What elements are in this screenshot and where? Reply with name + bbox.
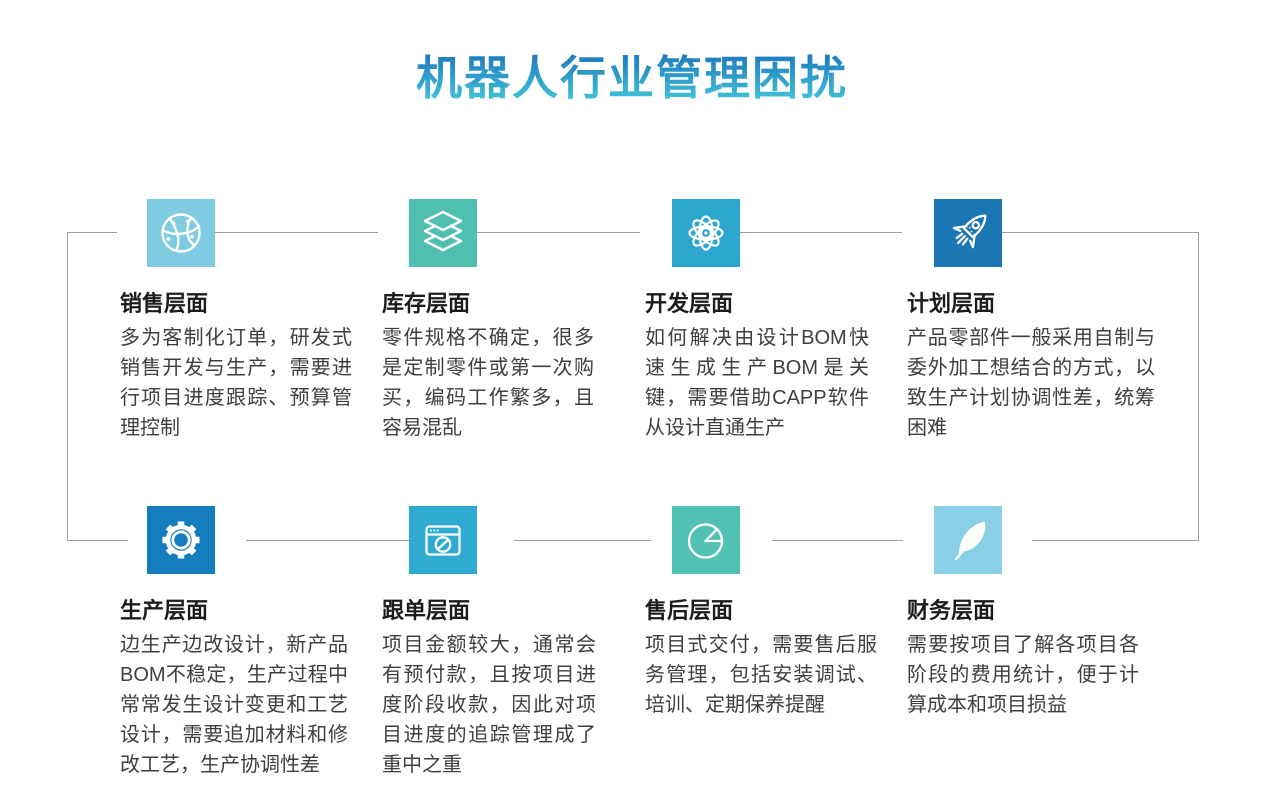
section-body: 需要按项目了解各项目各阶段的费用统计，便于计算成本和项目损益 — [907, 634, 1139, 716]
section-card-order-tracking: 跟单层面 项目金额较大，通常会有预付款，且按项目进度阶段收款，因此对项目进度的追… — [382, 506, 596, 780]
layers-icon — [409, 199, 477, 267]
top-row-line-segment — [737, 232, 902, 233]
bottom-row-line-segment — [67, 540, 128, 541]
section-title: 跟单层面 — [382, 598, 471, 623]
production-icon-box — [147, 506, 215, 574]
order-tracking-icon-box — [409, 506, 477, 574]
section-title: 财务层面 — [907, 598, 996, 623]
bottom-row-line-segment — [514, 540, 651, 541]
section-card-development: 开发层面 如何解决由设计BOM快速生成生产BOM是关键，需要借助CAPP软件从设… — [645, 199, 869, 443]
development-icon-box — [672, 199, 740, 267]
globe-network-icon — [147, 199, 215, 267]
pie-chart-icon — [672, 506, 740, 574]
top-row-line-segment — [475, 232, 640, 233]
after-sales-icon-box — [672, 506, 740, 574]
section-body: 多为客制化订单，研发式销售开发与生产，需要进行项目进度跟踪、预算管理控制 — [120, 327, 352, 439]
bottom-row-line-segment — [1032, 540, 1198, 541]
gear-icon — [147, 506, 215, 574]
section-title: 售后层面 — [645, 598, 734, 623]
section-body: 项目金额较大，通常会有预付款，且按项目进度阶段收款，因此对项目进度的追踪管理成了… — [382, 634, 596, 776]
bracket-right-vertical-line — [1198, 232, 1199, 541]
finance-icon-box — [934, 506, 1002, 574]
planning-icon-box — [934, 199, 1002, 267]
section-card-finance: 财务层面 需要按项目了解各项目各阶段的费用统计，便于计算成本和项目损益 — [907, 506, 1139, 720]
section-card-production: 生产层面 边生产边改设计，新产品BOM不稳定，生产过程中常常发生设计变更和工艺设… — [120, 506, 348, 780]
section-body: 产品零部件一般采用自制与委外加工想结合的方式，以致生产计划协调性差，统筹困难 — [907, 327, 1155, 439]
section-card-after-sales: 售后层面 项目式交付，需要售后服务管理，包括安装调试、培训、定期保养提醒 — [645, 506, 877, 720]
atom-icon — [672, 199, 740, 267]
top-row-line-segment — [1000, 232, 1198, 233]
section-title: 库存层面 — [382, 291, 471, 316]
bottom-row-line-segment — [772, 540, 903, 541]
section-card-planning: 计划层面 产品零部件一般采用自制与委外加工想结合的方式，以致生产计划协调性差，统… — [907, 199, 1155, 443]
rocket-icon — [934, 199, 1002, 267]
page-title: 机器人行业管理困扰 — [0, 42, 1264, 108]
section-title: 计划层面 — [907, 291, 996, 316]
section-title: 生产层面 — [120, 598, 209, 623]
section-body: 边生产边改设计，新产品BOM不稳定，生产过程中常常发生设计变更和工艺设计，需要追… — [120, 634, 348, 776]
section-body: 零件规格不确定，很多是定制零件或第一次购买，编码工作繁多，且容易混乱 — [382, 327, 594, 439]
section-card-sales: 销售层面 多为客制化订单，研发式销售开发与生产，需要进行项目进度跟踪、预算管理控… — [120, 199, 352, 443]
section-card-inventory: 库存层面 零件规格不确定，很多是定制零件或第一次购买，编码工作繁多，且容易混乱 — [382, 199, 594, 443]
section-title: 销售层面 — [120, 291, 209, 316]
bottom-row-line-segment — [246, 540, 410, 541]
sales-icon-box — [147, 199, 215, 267]
browser-compass-icon — [409, 506, 477, 574]
section-body: 如何解决由设计BOM快速生成生产BOM是关键，需要借助CAPP软件从设计直通生产 — [645, 327, 869, 439]
top-row-line-segment — [67, 232, 117, 233]
bracket-left-vertical-line — [67, 232, 68, 541]
inventory-icon-box — [409, 199, 477, 267]
top-row-line-segment — [213, 232, 378, 233]
section-title: 开发层面 — [645, 291, 734, 316]
section-body: 项目式交付，需要售后服务管理，包括安装调试、培训、定期保养提醒 — [645, 634, 877, 716]
feather-icon — [934, 506, 1002, 574]
